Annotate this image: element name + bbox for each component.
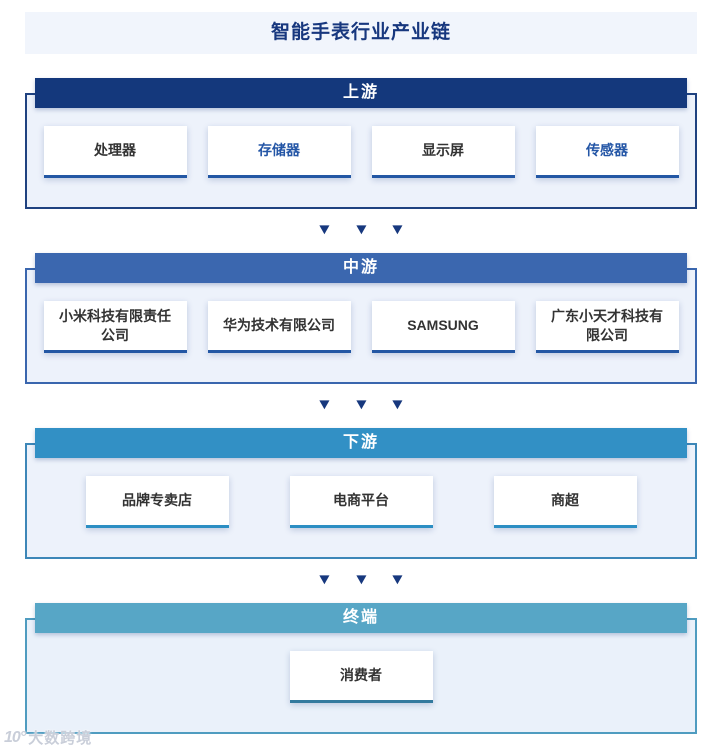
down-arrow-icon: ▼	[352, 221, 370, 238]
node-supermarket: 商超	[493, 476, 637, 528]
down-arrow-icon: ▼	[315, 396, 333, 413]
down-arrow-icon: ▼	[389, 571, 407, 588]
down-arrow-icon: ▼	[315, 221, 333, 238]
node-memory: 存储器	[207, 126, 351, 178]
watermark-text: 大数跨境	[28, 730, 93, 747]
watermark-logo-icon: 10°	[4, 728, 26, 746]
down-arrow-icon: ▼	[389, 396, 407, 413]
section-header-midstream: 中游	[35, 253, 687, 283]
arrow-row-1: ▼ ▼ ▼	[0, 222, 722, 237]
node-samsung: SAMSUNG	[371, 301, 515, 353]
section-terminal: 终端 消费者	[25, 603, 697, 734]
node-processor: 处理器	[43, 126, 187, 178]
node-xiaomi: 小米科技有限责任公司	[43, 301, 187, 353]
node-brand-store: 品牌专卖店	[85, 476, 229, 528]
section-header-terminal: 终端	[35, 603, 687, 633]
section-header-upstream: 上游	[35, 78, 687, 108]
down-arrow-icon: ▼	[389, 221, 407, 238]
section-header-downstream: 下游	[35, 428, 687, 458]
node-xtc: 广东小天才科技有限公司	[535, 301, 679, 353]
node-consumer: 消费者	[289, 651, 433, 703]
arrow-row-2: ▼ ▼ ▼	[0, 397, 722, 412]
section-body-terminal: 消费者	[25, 618, 697, 734]
midstream-box-row: 小米科技有限责任公司 华为技术有限公司 SAMSUNG 广东小天才科技有限公司	[27, 301, 695, 353]
terminal-box-row: 消费者	[27, 651, 695, 703]
page-title: 智能手表行业产业链	[25, 12, 697, 54]
upstream-box-row: 处理器 存储器 显示屏 传感器	[27, 126, 695, 178]
node-sensor: 传感器	[535, 126, 679, 178]
node-display: 显示屏	[371, 126, 515, 178]
down-arrow-icon: ▼	[352, 396, 370, 413]
arrow-row-3: ▼ ▼ ▼	[0, 572, 722, 587]
section-body-midstream: 小米科技有限责任公司 华为技术有限公司 SAMSUNG 广东小天才科技有限公司	[25, 268, 697, 384]
node-huawei: 华为技术有限公司	[207, 301, 351, 353]
section-body-upstream: 处理器 存储器 显示屏 传感器	[25, 93, 697, 209]
down-arrow-icon: ▼	[315, 571, 333, 588]
section-body-downstream: 品牌专卖店 电商平台 商超	[25, 443, 697, 559]
downstream-box-row: 品牌专卖店 电商平台 商超	[27, 476, 695, 528]
watermark: 10° 大数跨境	[4, 727, 92, 748]
down-arrow-icon: ▼	[352, 571, 370, 588]
node-ecommerce-platform: 电商平台	[289, 476, 433, 528]
section-upstream: 上游 处理器 存储器 显示屏 传感器	[25, 78, 697, 209]
section-midstream: 中游 小米科技有限责任公司 华为技术有限公司 SAMSUNG 广东小天才科技有限…	[25, 253, 697, 384]
section-downstream: 下游 品牌专卖店 电商平台 商超	[25, 428, 697, 559]
